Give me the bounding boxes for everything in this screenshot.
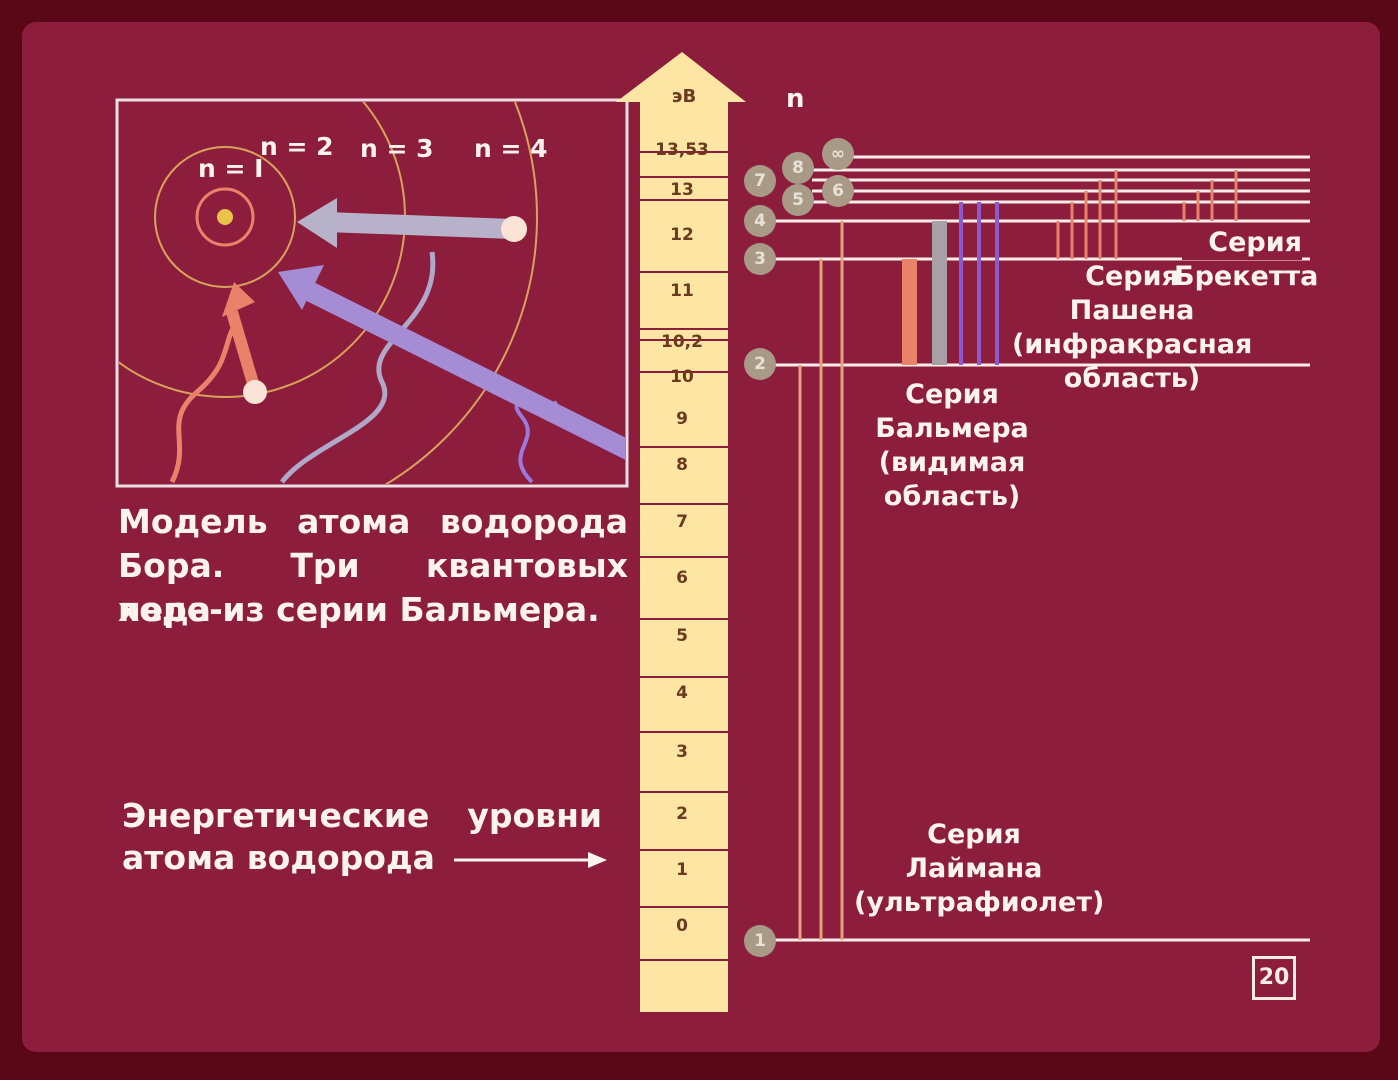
energy-tick-label: 11: [670, 281, 694, 301]
arrow-head-violet: [278, 265, 324, 310]
balmer-line-violet: [977, 202, 981, 365]
slide-number: 20: [1252, 956, 1296, 1000]
energy-tick-label: 3: [676, 742, 688, 762]
orbit-label-n1: n = I: [198, 154, 264, 183]
transition-arrow-red: [226, 310, 261, 392]
energy-tick-label: 13,53: [655, 140, 709, 160]
energy-tick-label: 8: [676, 455, 688, 475]
bohr-caption-line: Бора. Три квантовых пере-: [118, 546, 628, 629]
bohr-model: [119, 102, 625, 484]
photon-red: [169, 320, 240, 484]
level-number-1: 1: [744, 925, 776, 957]
level-number-7: 7: [744, 165, 776, 197]
orbit-n1: [195, 187, 255, 247]
bohr-panel-frame: [115, 98, 629, 488]
energy-scale-arrow: [616, 52, 746, 1012]
energy-tick-label: 4: [676, 683, 688, 703]
paschen-transitions: [1056, 170, 1118, 259]
energy-tick-label: 10,2: [661, 332, 703, 352]
diagram-canvas: [115, 52, 1310, 1012]
level-number-4: 4: [744, 205, 776, 237]
balmer-line-violet: [995, 202, 999, 365]
electron-n2: [243, 380, 267, 404]
paschen-label: Серия Пашена (инфракрасная область): [1012, 260, 1252, 396]
level-number-2: 2: [744, 348, 776, 380]
balmer-line-violet: [959, 202, 963, 365]
energy-tick-label: 9: [676, 409, 688, 429]
level-number-inf: ∞: [822, 138, 854, 170]
lyman-transitions: [798, 221, 844, 940]
energy-tick-label: 5: [676, 626, 688, 646]
energy-tick-label: 10: [670, 367, 694, 387]
lyman-label-line: Серия: [927, 819, 1021, 850]
brackett-label-top: Серия: [1182, 226, 1302, 260]
energy-tick-label: 7: [676, 512, 688, 532]
energy-tick-label: 12: [670, 225, 694, 245]
level-number-8: 8: [782, 152, 814, 184]
energy-levels-caption-line: атома водорода: [122, 838, 435, 877]
caption-pointer-head: [588, 852, 607, 868]
balmer-label-line: (видимая: [878, 447, 1026, 478]
energy-tick-label: 6: [676, 568, 688, 588]
balmer-label-line: Бальмера: [875, 413, 1029, 444]
balmer-transitions: [902, 202, 999, 365]
lyman-label-line: (ультрафиолет): [854, 887, 1105, 918]
transition-arrow-gray: [326, 212, 513, 239]
lyman-label: Серия Лаймана (ультрафиолет): [854, 818, 1105, 920]
energy-unit: эВ: [671, 86, 697, 107]
arrow-head-gray: [297, 198, 337, 248]
orbit-label-n2: n = 2: [260, 132, 334, 161]
level-header: n: [786, 84, 805, 114]
energy-levels-caption-line: Энергетические уровни: [122, 796, 602, 835]
arrow-head-red: [222, 282, 255, 317]
paschen-label-line: Серия: [1085, 261, 1179, 292]
bohr-caption-line: Модель атома водорода: [118, 502, 628, 541]
level-number-3: 3: [744, 243, 776, 275]
brackett-label-bottom: Брекетта: [1174, 261, 1319, 292]
paschen-label-line: Пашена: [1069, 295, 1195, 326]
slide: n = I n = 2 n = 3 n = 4 Модель атома вод…: [22, 22, 1380, 1052]
level-number-6: 6: [822, 175, 854, 207]
photon-gray: [280, 251, 436, 484]
lyman-label-line: Лаймана: [905, 853, 1043, 884]
energy-tick-label: 2: [676, 804, 688, 824]
energy-level-lines: [774, 155, 1310, 942]
energy-tick-label: 13: [670, 180, 694, 200]
orbit-label-n4: n = 4: [474, 134, 548, 163]
level-number-5: 5: [782, 184, 814, 216]
balmer-label-line: Серия: [905, 379, 999, 410]
orbit-n2: [154, 146, 296, 288]
electron-n4: [501, 216, 527, 242]
nucleus: [217, 209, 233, 225]
bohr-caption-line: хода из серии Бальмера.: [118, 590, 600, 629]
energy-tick-label: 1: [676, 860, 688, 880]
paschen-label-line: область): [1063, 363, 1201, 394]
orbit-label-n3: n = 3: [360, 134, 434, 163]
balmer-label: Серия Бальмера (видимая область): [862, 378, 1042, 514]
energy-tick-label: 0: [676, 916, 688, 936]
energy-scale-ticks: [640, 151, 728, 961]
balmer-line-red: [902, 259, 917, 365]
balmer-line-gray: [932, 221, 947, 365]
transition-arrow-violet: [302, 281, 625, 460]
paschen-label-line: (инфракрасная: [1012, 329, 1253, 360]
orbit-n4: [384, 102, 538, 484]
balmer-label-line: область): [883, 481, 1021, 512]
brackett-transitions: [1182, 170, 1238, 221]
